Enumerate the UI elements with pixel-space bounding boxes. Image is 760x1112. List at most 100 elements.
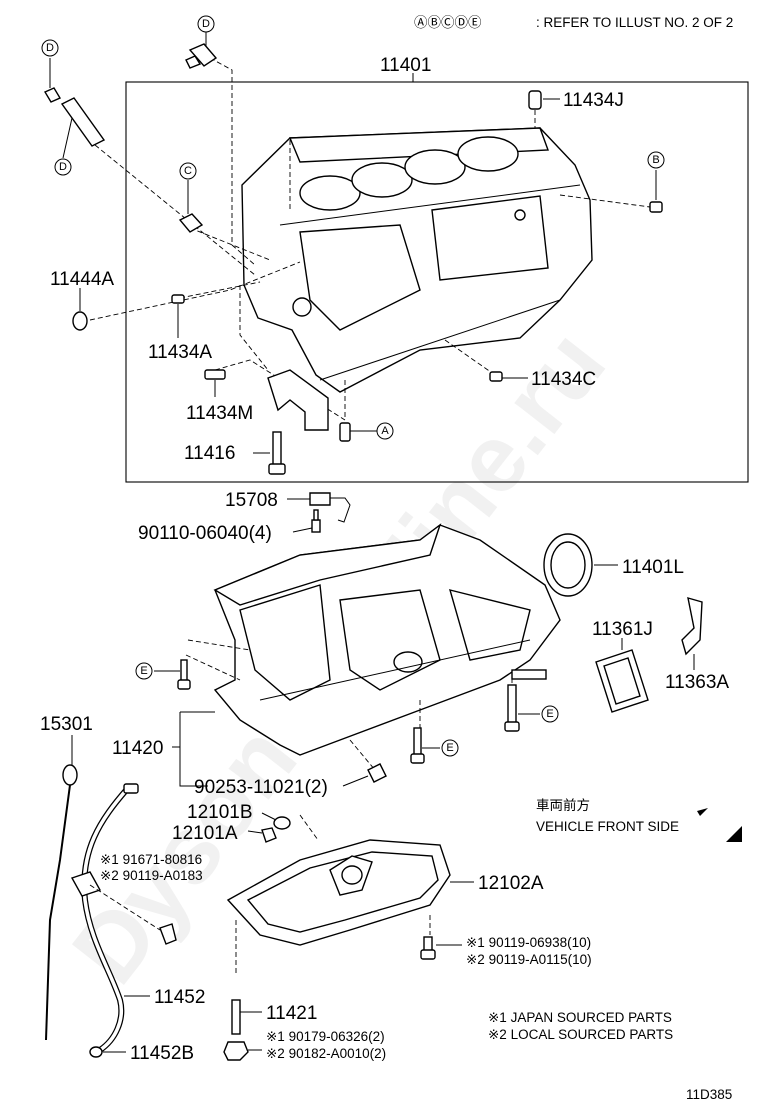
label-11444A: 11444A — [50, 269, 114, 290]
label-11363A: 11363A — [665, 672, 729, 693]
dash-12101 — [299, 814, 319, 841]
label-15708: 15708 — [225, 490, 278, 511]
dowel-11434J — [528, 90, 542, 110]
label-11401L: 11401L — [622, 557, 684, 578]
svg-text:C: C — [184, 165, 192, 177]
dash-11434A — [179, 281, 261, 299]
vehicle-front-arrow-icon — [697, 808, 742, 842]
circle-e-right: E — [541, 705, 559, 723]
circle-c: C — [179, 162, 197, 180]
oil-seal-11401L — [543, 533, 593, 597]
o-ring-11452B — [89, 1046, 103, 1058]
gasket-11361J — [595, 649, 649, 713]
bearing-cap — [267, 369, 329, 431]
dash-11444A — [89, 261, 301, 321]
dash-e-left-2 — [187, 639, 251, 651]
bolt-e-mid — [410, 727, 425, 764]
dash-b — [559, 194, 651, 208]
note-90179: ※1 90179-06326(2) — [266, 1029, 385, 1044]
plug-12101A — [261, 827, 277, 843]
circle-d-left-bottom: D — [54, 158, 72, 176]
dash-11434M — [214, 359, 346, 421]
label-11434A: 11434A — [148, 342, 212, 363]
label-11434C: 11434C — [531, 369, 596, 390]
pin-11434C — [489, 371, 503, 382]
stud-11421 — [231, 999, 241, 1035]
svg-text:B: B — [652, 154, 659, 166]
svg-text:E: E — [446, 742, 453, 754]
dash-bearing-cap — [239, 285, 269, 371]
oil-jet-d-left — [43, 87, 106, 147]
refer-circles: ⒶⒷⒸⒹⒺ — [414, 15, 482, 30]
block-group-frame — [125, 81, 749, 483]
label-11361J: 11361J — [592, 619, 653, 640]
bolt-11416 — [268, 431, 286, 475]
bracket-right — [511, 669, 547, 680]
pin-11434M — [204, 369, 226, 380]
svg-text:D: D — [46, 42, 54, 54]
label-11452: 11452 — [154, 987, 205, 1008]
illustration-number: 11D385 — [686, 1087, 732, 1102]
svg-text:A: A — [381, 425, 389, 437]
label-11434M: 11434M — [186, 403, 253, 424]
circle-a: A — [376, 422, 394, 440]
circle-d-top: D — [197, 15, 215, 33]
dash-sensor — [209, 57, 256, 266]
dash-tube-bolt — [89, 884, 161, 931]
pin-11434A — [171, 294, 185, 304]
svg-text:E: E — [546, 708, 553, 720]
label-11421: 11421 — [266, 1003, 317, 1024]
crankcase-11420 — [213, 523, 561, 756]
leader-90253 — [342, 775, 369, 787]
bracket-15708 — [309, 492, 351, 523]
dash-c-plug — [189, 227, 271, 261]
note-90119-06938: ※1 90119-06938(10) — [466, 935, 591, 950]
label-11420: 11420 — [112, 738, 163, 759]
sensor-d-top — [185, 43, 218, 69]
refer-text: : REFER TO ILLUST NO. 2 OF 2 — [536, 15, 733, 30]
label-11434J: 11434J — [563, 90, 624, 111]
guide-tube-11452 — [70, 783, 139, 1053]
bolt-e-right — [504, 684, 520, 732]
bolt-90110 — [311, 509, 321, 533]
dash-11434C — [444, 339, 496, 376]
oil-pan-12102A — [226, 839, 451, 946]
note-91671: ※1 91671-80816 — [100, 852, 202, 867]
label-12102A: 12102A — [478, 873, 544, 894]
label-90253: 90253-11021(2) — [194, 777, 328, 798]
dash-e-left — [185, 654, 241, 681]
leader-90110 — [292, 527, 313, 533]
label-11452B: 11452B — [130, 1043, 194, 1064]
dowel-a — [339, 422, 351, 442]
leader-12101B — [261, 812, 277, 821]
circle-e-mid: E — [441, 739, 459, 757]
bolt-e-left — [177, 659, 191, 690]
strip-11363A — [681, 597, 703, 656]
vehicle-front-en: VEHICLE FRONT SIDE — [536, 819, 679, 834]
note-local-sourced: ※2 LOCAL SOURCED PARTS — [488, 1027, 673, 1042]
plug-c — [178, 213, 204, 233]
svg-text:E: E — [140, 665, 147, 677]
label-90110: 90110-06040(4) — [138, 523, 272, 544]
leader-12101A — [247, 830, 263, 834]
dowel-b — [649, 201, 663, 213]
dash-oil-jet — [94, 144, 256, 276]
svg-text:D: D — [59, 161, 67, 173]
note-90182: ※2 90182-A0010(2) — [266, 1046, 386, 1061]
leader-11420-bracket — [179, 712, 208, 787]
note-90119-a0183: ※2 90119-A0183 — [100, 868, 203, 883]
circle-e-left: E — [135, 662, 153, 680]
label-11401: 11401 — [380, 55, 431, 76]
label-12101A: 12101A — [172, 823, 238, 844]
label-15301: 15301 — [40, 714, 93, 735]
circle-d-left-top: D — [41, 39, 59, 57]
pan-bolt — [420, 936, 436, 960]
note-japan-sourced: ※1 JAPAN SOURCED PARTS — [488, 1010, 672, 1025]
svg-text:D: D — [202, 18, 210, 30]
dash-90253 — [349, 739, 376, 771]
note-90119-a0115: ※2 90119-A0115(10) — [466, 952, 592, 967]
o-ring-11444A — [72, 311, 88, 331]
label-12101B: 12101B — [187, 802, 253, 823]
